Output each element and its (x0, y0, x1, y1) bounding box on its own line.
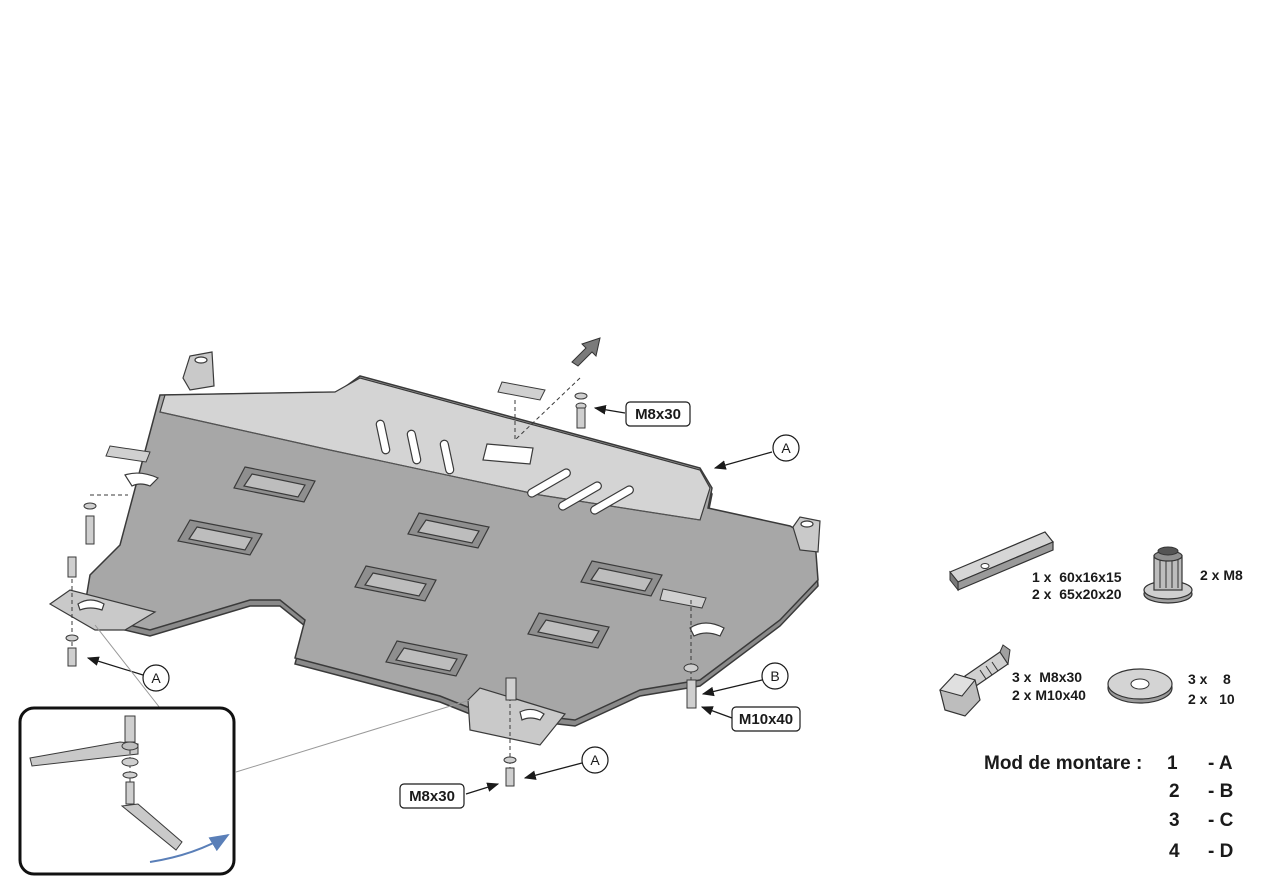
rivet-nut-icon (1143, 546, 1193, 604)
letter-a-callout-bottom: A (590, 752, 600, 768)
parts-list: 1 x 60x16x15 2 x 65x20x20 2 x M8 3 x M8x… (939, 531, 1243, 717)
mode-row-1-code: - A (1208, 753, 1233, 774)
skid-plate (48, 351, 821, 746)
mode-row-3-code: - C (1208, 810, 1234, 831)
letter-a-callout-top: A (781, 440, 791, 456)
bolt-qty-line2: 2 x M10x40 (1012, 687, 1086, 703)
stamped-recesses (177, 466, 663, 677)
washer-icon (1107, 668, 1173, 704)
bolt-label-bottom: M8x30 (409, 788, 455, 805)
mounting-mode-title: Mod de montare : (984, 753, 1142, 774)
detail-inset (18, 624, 471, 876)
mounting-mode-legend: Mod de montare : 1 - A 2 - B 3 - C 4 - D (984, 753, 1234, 862)
mode-row-4-number: 4 (1169, 841, 1180, 862)
bolt-label-right: M10x40 (739, 711, 793, 728)
letter-a-callout-left: A (151, 670, 161, 686)
mode-row-2-code: - B (1208, 781, 1233, 802)
plate-qty-line1: 1 x 60x16x15 (1032, 569, 1122, 585)
direction-arrow-icon (571, 337, 601, 367)
washer-qty-line2: 2 x 10 (1188, 691, 1235, 707)
mode-row-1-number: 1 (1167, 753, 1178, 774)
mode-row-2-number: 2 (1169, 781, 1180, 802)
vent-slots (375, 419, 634, 515)
flat-plate-icon (949, 531, 1054, 592)
mode-row-4-code: - D (1208, 841, 1233, 862)
plate-qty-line2: 2 x 65x20x20 (1032, 586, 1122, 602)
letter-b-callout: B (770, 668, 779, 684)
callouts: M8x30 A A B M10x40 A M8x30 (86, 401, 801, 809)
mounting-tabs (48, 351, 821, 746)
mode-row-3-number: 3 (1169, 810, 1180, 831)
fastener-stacks (65, 377, 699, 787)
rivet-nut-qty: 2 x M8 (1200, 567, 1243, 583)
hex-bolt-icon (939, 644, 1011, 717)
bolt-label-top: M8x30 (635, 406, 681, 423)
washer-qty-line1: 3 x 8 (1188, 671, 1231, 687)
bolt-qty-line1: 3 x M8x30 (1012, 669, 1082, 685)
